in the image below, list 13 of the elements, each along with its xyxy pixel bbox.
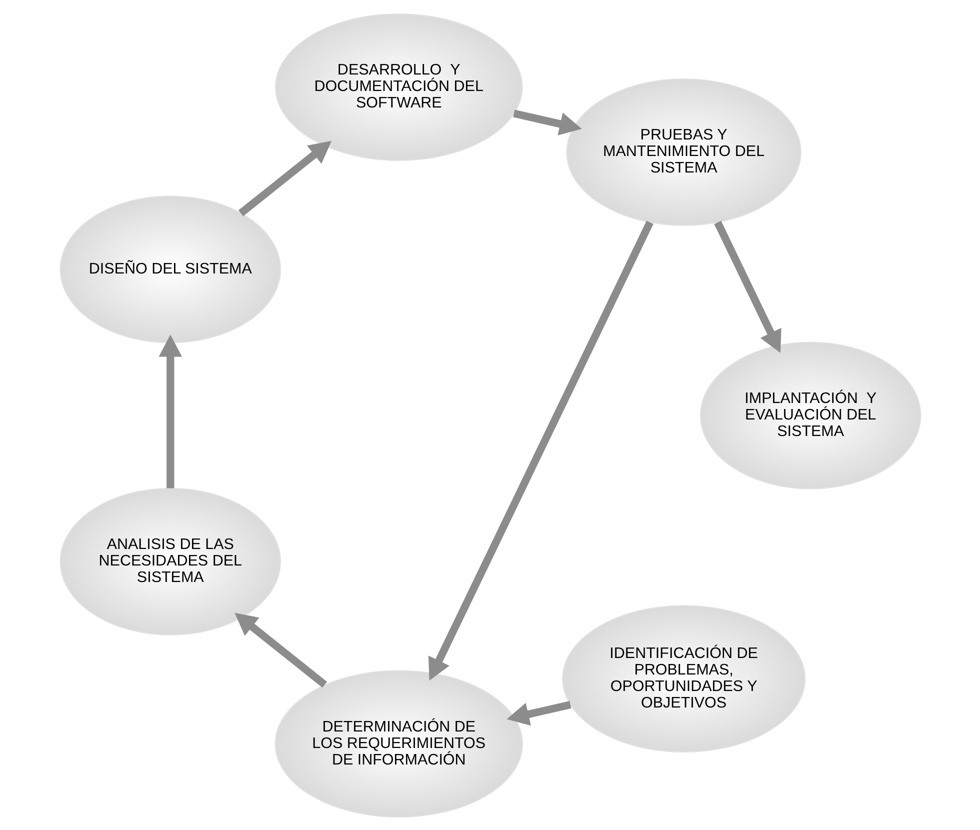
arrow: [238, 140, 332, 216]
arrow: [234, 612, 327, 688]
node-ellipse: DISEÑO DEL SISTEMA: [59, 195, 280, 343]
arrow: [506, 700, 571, 726]
arrow: [158, 334, 182, 488]
node-ellipse: IDENTIFICACIÓN DE PROBLEMAS, OPORTUNIDADES Y OBJETIVOS: [562, 604, 805, 752]
arrow: [714, 220, 781, 352]
node-ellipse: PRUEBAS Y MANTENIMIENTO DEL SISTEMA: [566, 78, 801, 226]
node-ellipse: IMPLANTACIÓN Y EVALUACIÓN DEL SISTEMA: [700, 341, 921, 489]
arrow: [512, 109, 582, 135]
node-ellipse: DESARROLLO Y DOCUMENTACIÓN DEL SOFTWARE: [274, 12, 522, 160]
arrow: [428, 220, 653, 680]
node-ellipse: DETERMINACIÓN DE LOS REQUERIMIENTOS DE INFORMACIÓN: [274, 670, 522, 818]
